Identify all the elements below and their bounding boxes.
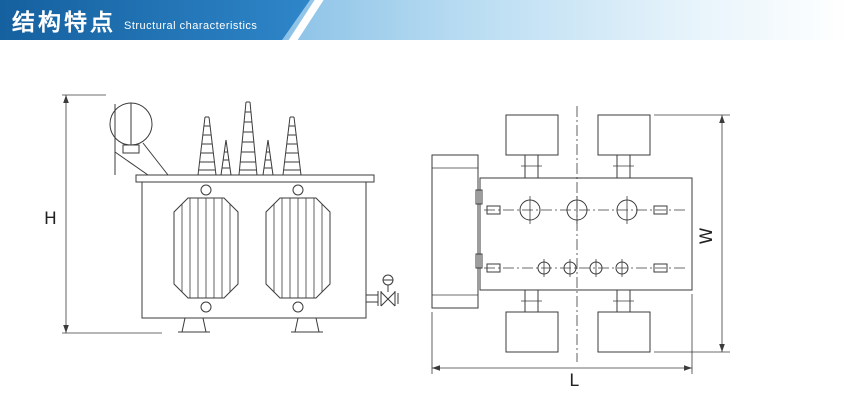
radiator-group-bottom [505, 289, 651, 353]
tank [135, 174, 375, 333]
section-title-zh: 结构特点 [12, 9, 116, 35]
bushing-small-2 [262, 139, 274, 176]
dim-label-l: L [569, 371, 579, 391]
section-header: 结构特点 Structural characteristics [0, 0, 850, 40]
section-title-en: Structural characteristics [124, 20, 258, 32]
radiator-panel-left [173, 184, 239, 313]
bushing-left [197, 116, 217, 176]
tank-top-outline [479, 177, 693, 291]
conservator [109, 102, 169, 176]
tank-lid [135, 174, 375, 183]
top-view: W L [431, 106, 730, 391]
dim-label-h: H [44, 209, 57, 229]
transformer-drawing: H [44, 94, 730, 391]
bushing-right [282, 116, 302, 176]
front-view: H [44, 94, 399, 334]
radiator-group-top [505, 114, 651, 179]
radiator-bank-left [431, 154, 483, 309]
hv-bushings [519, 196, 638, 224]
dimension-h: H [44, 94, 162, 334]
clamp-plates [486, 205, 668, 273]
bushings [197, 101, 302, 176]
dim-label-w: W [697, 227, 717, 244]
lv-bushings [537, 259, 629, 277]
header-accent-wedge [0, 0, 310, 40]
dimension-w: W [654, 114, 730, 353]
radiator-panel-right [265, 184, 331, 313]
bushing-small-1 [220, 139, 232, 176]
bushing-middle [238, 101, 258, 176]
diagram-area: H [0, 40, 850, 405]
tank-body [141, 181, 367, 319]
tank-feet [178, 317, 323, 333]
dimension-l: L [431, 294, 693, 391]
drain-valve [366, 274, 399, 307]
